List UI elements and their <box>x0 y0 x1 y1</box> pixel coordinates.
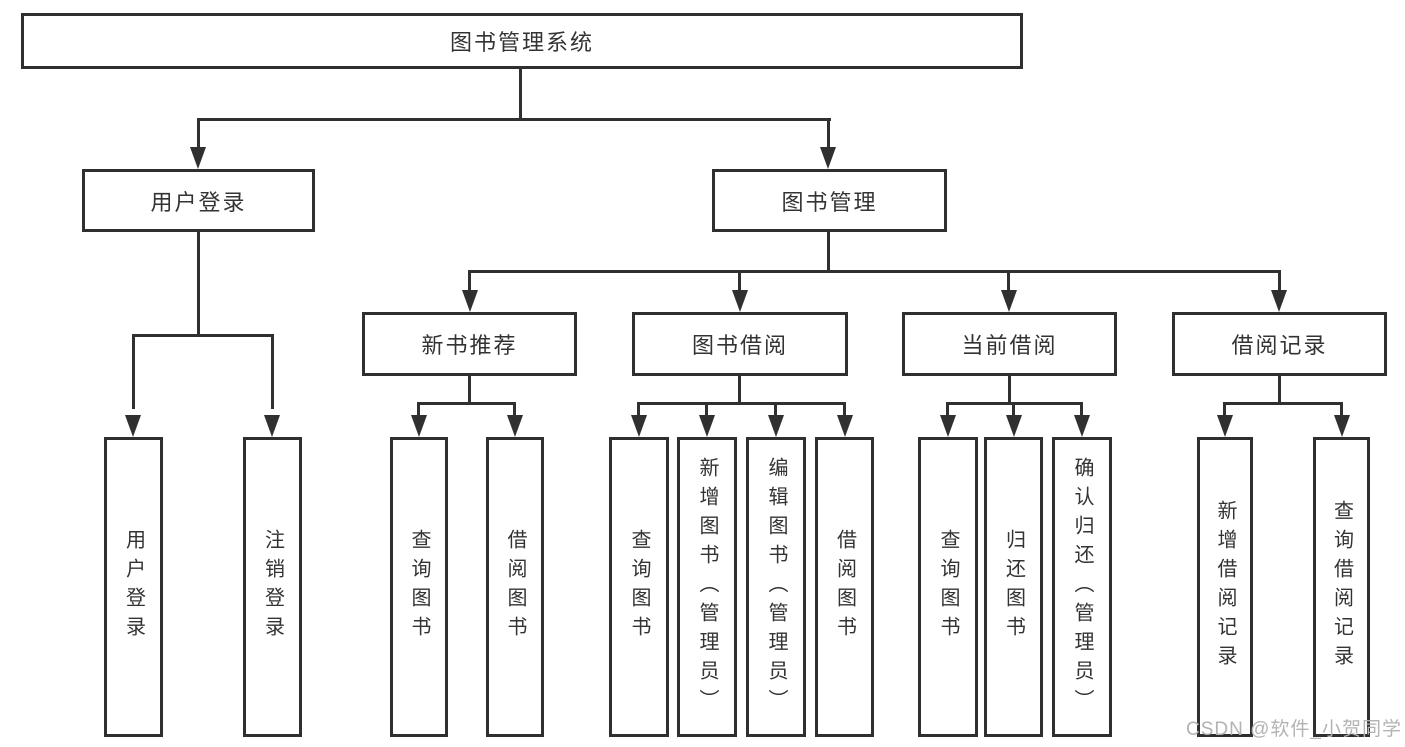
watermark: CSDN @软件_小贺同学 <box>1186 719 1402 740</box>
arrow-down-icon <box>1006 415 1022 437</box>
leaf-add-borrow-record-label: 新增借阅记录 <box>1214 500 1236 674</box>
arrow-down-icon <box>732 290 748 312</box>
leaf-add-books-admin-label: 新增图书（管理员） <box>696 456 718 718</box>
connector-line <box>1278 270 1281 294</box>
connector-line <box>738 376 741 405</box>
connector-line <box>1340 402 1343 417</box>
node-root: 图书管理系统 <box>21 13 1023 69</box>
leaf-borrow-books-recommend-label: 借阅图书 <box>504 529 526 645</box>
connector-line <box>705 402 708 417</box>
leaf-return-books-label: 归还图书 <box>1002 529 1025 645</box>
node-current-borrow: 当前借阅 <box>902 312 1117 376</box>
connector-line <box>637 402 640 417</box>
connector-line <box>132 334 135 409</box>
connector-line <box>1278 376 1281 405</box>
node-current-borrow-label: 当前借阅 <box>961 333 1058 358</box>
leaf-query-books-borrow-label: 查询图书 <box>628 529 650 645</box>
node-user-login: 用户登录 <box>82 169 315 232</box>
arrow-down-icon <box>940 415 956 437</box>
connector-line <box>513 402 516 417</box>
connector-line <box>132 334 274 337</box>
arrow-down-icon <box>411 415 427 437</box>
leaf-query-books-current: 查询图书 <box>918 437 978 737</box>
arrow-down-icon <box>699 415 715 437</box>
arrow-down-icon <box>1001 290 1017 312</box>
leaf-borrow-books-label: 借阅图书 <box>833 529 856 645</box>
arrow-down-icon <box>837 415 853 437</box>
leaf-confirm-return-admin-label: 确认归还（管理员） <box>1071 456 1093 718</box>
connector-line <box>468 270 1281 273</box>
connector-line <box>417 402 420 417</box>
node-new-book-recommend: 新书推荐 <box>362 312 577 376</box>
leaf-query-books-recommend-label: 查询图书 <box>408 529 430 645</box>
connector-line <box>738 270 741 294</box>
connector-line <box>197 118 831 121</box>
leaf-query-borrow-record: 查询借阅记录 <box>1313 437 1370 737</box>
leaf-edit-books-admin: 编辑图书（管理员） <box>746 437 806 737</box>
connector-line <box>827 118 830 150</box>
leaf-edit-books-admin-label: 编辑图书（管理员） <box>765 456 787 718</box>
connector-line <box>1080 402 1083 417</box>
connector-line <box>1223 402 1343 405</box>
arrow-down-icon <box>1217 415 1233 437</box>
leaf-query-books-current-label: 查询图书 <box>937 529 959 645</box>
node-book-management-label: 图书管理 <box>781 189 878 215</box>
node-new-book-recommend-label: 新书推荐 <box>421 333 518 358</box>
arrow-down-icon <box>1271 290 1287 312</box>
connector-line <box>774 402 777 417</box>
connector-line <box>468 270 471 294</box>
leaf-return-books: 归还图书 <box>984 437 1043 737</box>
node-borrow-records: 借阅记录 <box>1172 312 1387 376</box>
leaf-add-books-admin: 新增图书（管理员） <box>677 437 737 737</box>
arrow-down-icon <box>1334 415 1350 437</box>
connector-line <box>519 66 522 119</box>
arrow-down-icon <box>125 415 141 437</box>
arrow-down-icon <box>264 415 280 437</box>
connector-line <box>1012 402 1015 417</box>
node-book-management: 图书管理 <box>712 169 947 232</box>
leaf-query-books-recommend: 查询图书 <box>390 437 448 737</box>
arrow-down-icon <box>1074 415 1090 437</box>
connector-line <box>197 118 200 150</box>
connector-line <box>197 232 200 337</box>
connector-line <box>271 334 274 409</box>
connector-line <box>1007 270 1010 294</box>
leaf-logout: 注销登录 <box>243 437 302 737</box>
arrow-down-icon <box>820 147 836 169</box>
leaf-user-login-label: 用户登录 <box>122 529 145 645</box>
connector-line <box>1008 376 1011 405</box>
leaf-user-login: 用户登录 <box>104 437 163 737</box>
connector-line <box>843 402 846 417</box>
connector-line <box>827 232 830 273</box>
node-borrow-records-label: 借阅记录 <box>1231 333 1328 358</box>
node-book-borrow-label: 图书借阅 <box>691 333 788 358</box>
connector-line <box>946 402 949 417</box>
arrow-down-icon <box>768 415 784 437</box>
arrow-down-icon <box>190 147 206 169</box>
node-user-login-label: 用户登录 <box>150 189 247 215</box>
arrow-down-icon <box>507 415 523 437</box>
leaf-logout-label: 注销登录 <box>261 529 284 645</box>
leaf-borrow-books-recommend: 借阅图书 <box>486 437 544 737</box>
arrow-down-icon <box>631 415 647 437</box>
connector-line <box>637 402 846 405</box>
leaf-borrow-books: 借阅图书 <box>815 437 874 737</box>
arrow-down-icon <box>462 290 478 312</box>
connector-line <box>417 402 516 405</box>
connector-line <box>1223 402 1226 417</box>
connector-line <box>468 376 471 405</box>
leaf-query-books-borrow: 查询图书 <box>609 437 669 737</box>
node-root-label: 图书管理系统 <box>449 30 594 55</box>
leaf-confirm-return-admin: 确认归还（管理员） <box>1052 437 1112 737</box>
leaf-query-borrow-record-label: 查询借阅记录 <box>1330 500 1353 674</box>
leaf-add-borrow-record: 新增借阅记录 <box>1197 437 1253 737</box>
node-book-borrow: 图书借阅 <box>632 312 848 376</box>
